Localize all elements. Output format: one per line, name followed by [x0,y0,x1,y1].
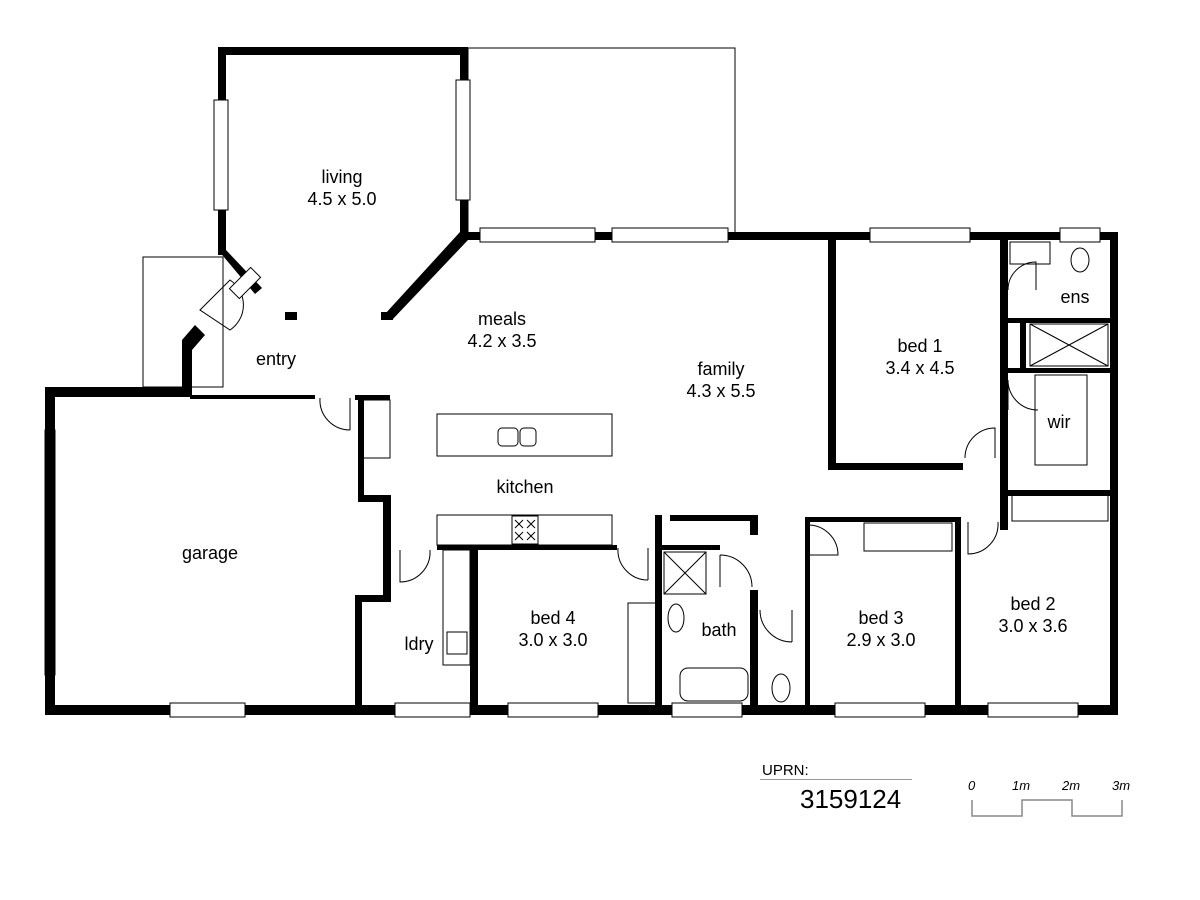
room-size: 4.3 x 5.5 [686,381,756,401]
room-name: meals [477,309,527,329]
robe-bed4 [627,602,657,704]
sink-icon-2 [519,427,537,447]
room-label-bath: bath [701,620,737,640]
bath-tub-icon [679,667,749,702]
scale-label-2m: 2m [1062,778,1081,793]
room-label-wir: wir [1047,412,1071,432]
scale-bar [971,799,1123,817]
ens-vanity [1009,241,1051,265]
room-label-ldry: ldry [404,634,434,654]
room-label-ens: ens [1060,287,1090,307]
scale-label-0: 0 [968,778,976,793]
room-size: 3.0 x 3.0 [518,630,588,650]
room-size: 4.5 x 5.0 [307,189,377,209]
kitchen-island [436,413,613,457]
shower-icon [663,551,707,595]
scale-label-1m: 1m [1012,778,1031,793]
room-size: 2.9 x 3.0 [846,630,916,650]
toilet-icon-2 [771,673,791,703]
room-name: bed 2 [1010,594,1056,614]
wir-shelf [1034,374,1088,466]
scale-label-3m: 3m [1112,778,1131,793]
windows [169,79,1101,718]
room-name: bed 3 [858,608,904,628]
room-name: bed 1 [897,336,943,356]
room-size: 3.4 x 4.5 [885,358,955,378]
uprn-number: 3159124 [800,784,902,814]
patio-outline [467,47,736,235]
room-name: family [697,359,745,379]
robe-bed2 [1011,494,1109,522]
ens-shower [1029,323,1109,367]
toilet-icon [667,603,685,633]
room-size: 4.2 x 3.5 [467,331,537,351]
kitchen-bench [436,514,613,546]
room-name: bed 4 [530,608,576,628]
uprn-label: UPRN: [762,762,809,779]
room-label-kitchen: kitchen [496,477,554,497]
room-label-entry: entry [255,349,297,369]
laundry-sink-icon [446,631,468,655]
sink-icon [497,427,519,447]
cooktop-icon [511,515,539,545]
room-label-garage: garage [181,543,239,563]
robe-bed3 [863,522,953,552]
room-size: 3.0 x 3.6 [998,616,1068,636]
toilet-icon-3 [1070,247,1090,273]
uprn-divider [760,779,912,780]
room-name: living [321,167,363,187]
pantry [361,399,391,459]
